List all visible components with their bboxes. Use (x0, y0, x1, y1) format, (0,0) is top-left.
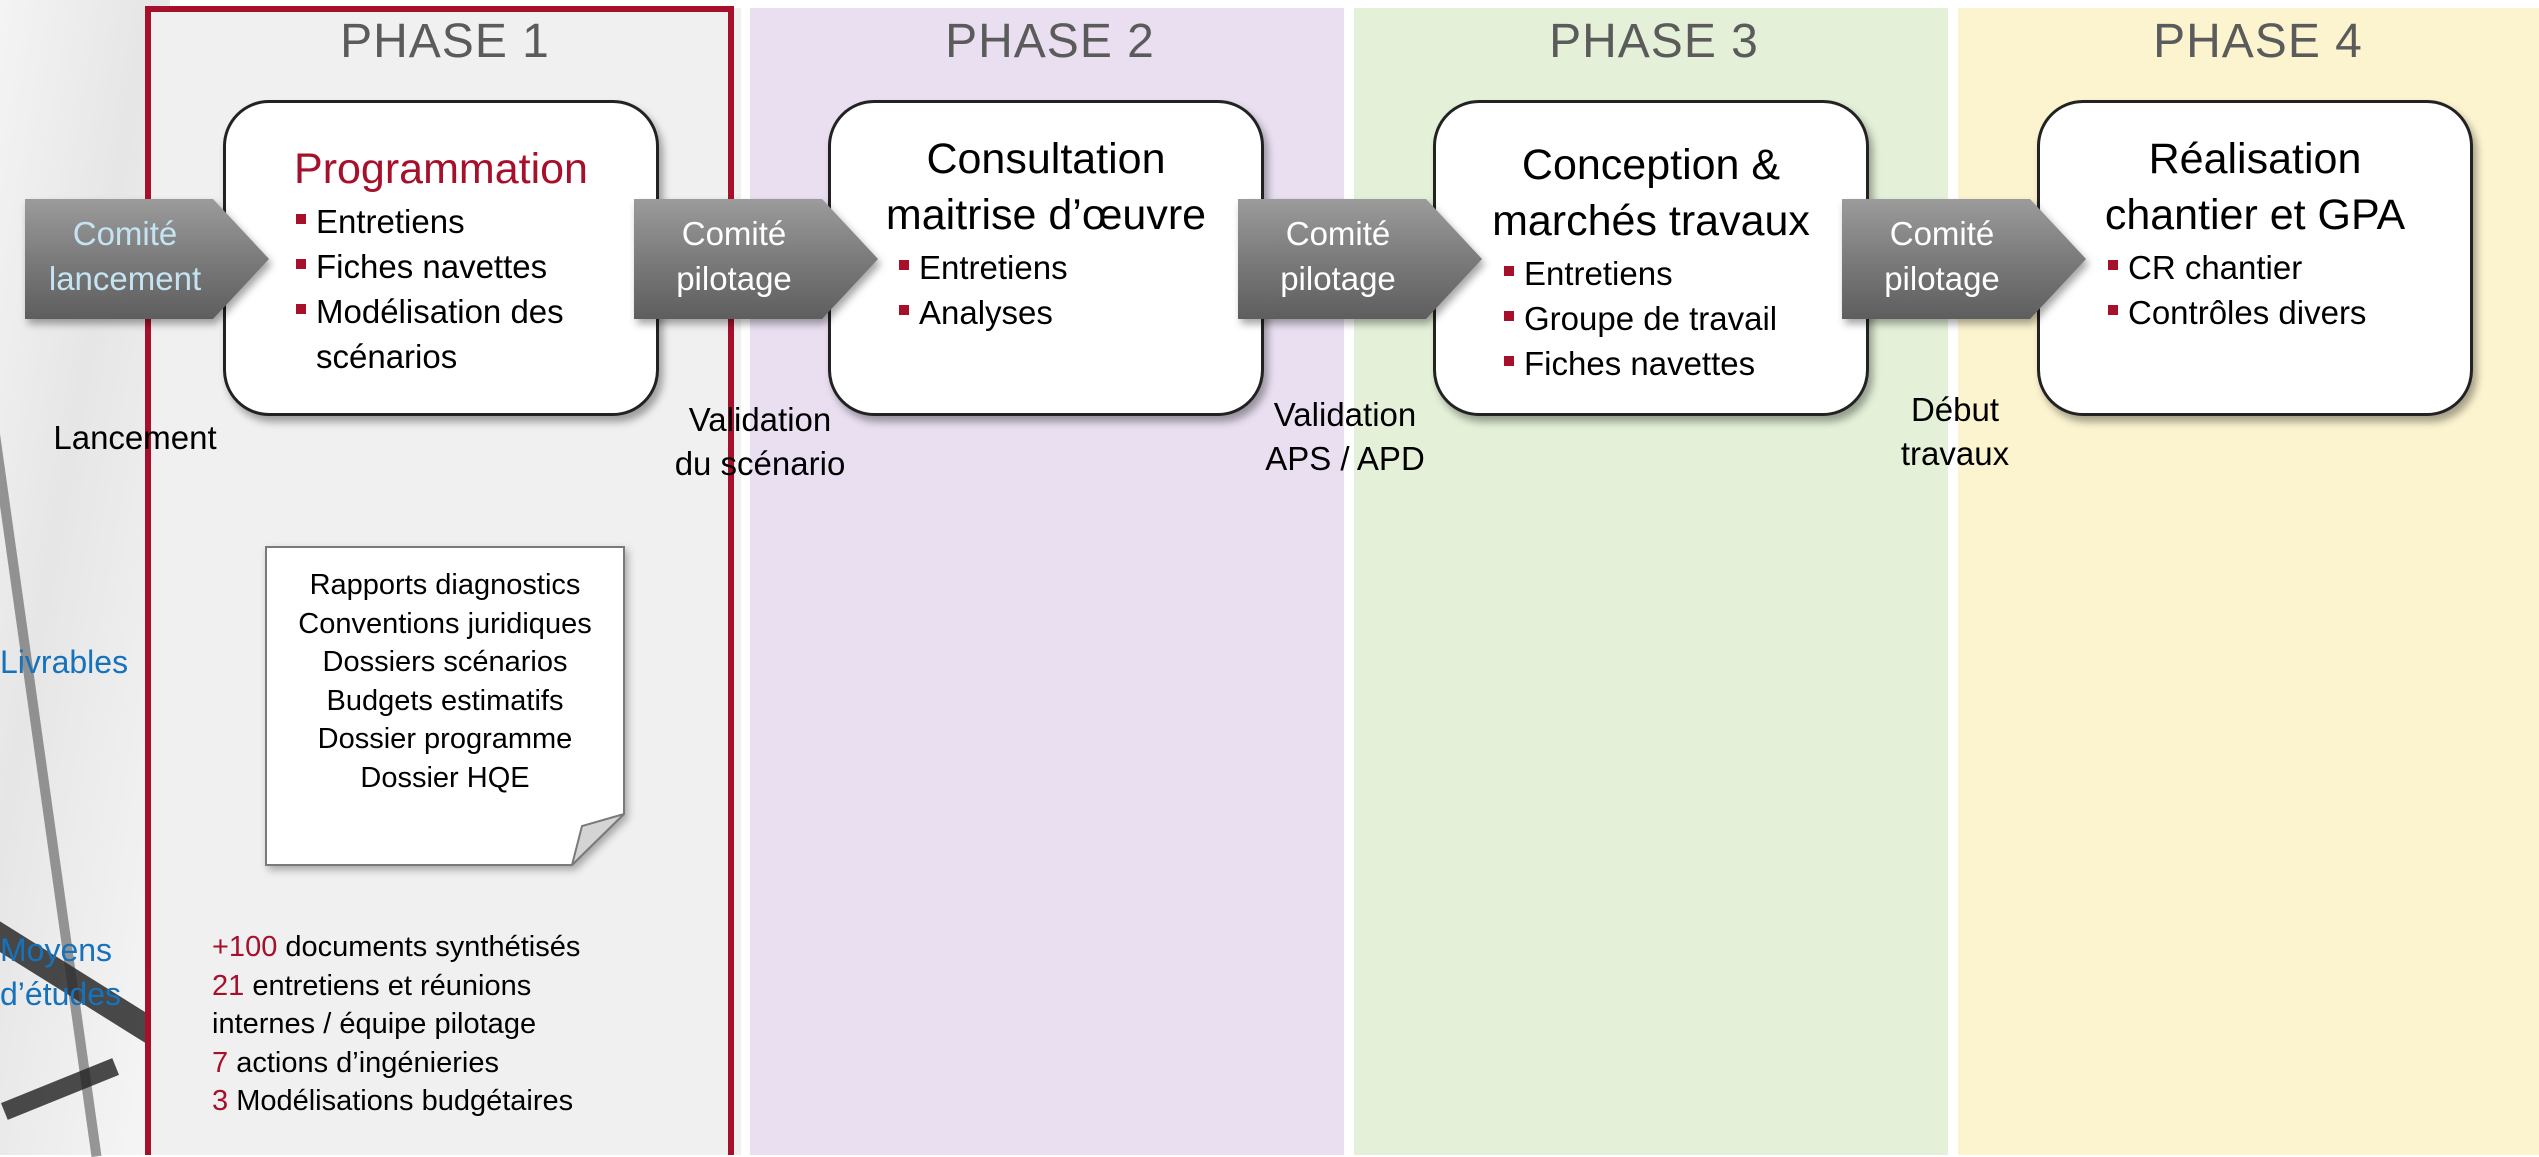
livrable-item: Dossiers scénarios (322, 646, 568, 678)
arrow-label-line: lancement (48, 260, 202, 297)
bullet-item: Entretiens (899, 245, 1068, 290)
phase-4-bullets: CR chantier Contrôles divers (2108, 245, 2366, 335)
moyens-item: 21 entretiens et réunions (212, 967, 580, 1006)
moyens-text: internes / équipe pilotage (212, 1008, 537, 1040)
arrow-label: Comité pilotage (1246, 211, 1430, 301)
livrable-item: Dossier programme (317, 723, 573, 755)
arrow-label: Comité lancement (33, 211, 217, 301)
milestone-line: Début (1910, 391, 2000, 428)
moyens-list: +100 documents synthétisés 21 entretiens… (212, 928, 580, 1121)
livrables-note: Rapports diagnostics Conventions juridiq… (265, 546, 625, 866)
phase-1-card-title: Programmation (294, 145, 588, 193)
arrow-label: Comité pilotage (1850, 211, 2034, 301)
phase-2-card: Consultation maitrise d’œuvre Entretiens… (828, 100, 1264, 416)
milestone-line: travaux (1900, 435, 2010, 472)
milestone-line: Validation (1273, 396, 1417, 433)
milestone-lancement: Lancement (30, 416, 240, 460)
moyens-number: 3 (212, 1085, 229, 1117)
arrow-label-line: Comité (681, 215, 787, 252)
background-photo (0, 0, 208, 1157)
bullet-item: Analyses (899, 290, 1068, 335)
comite-lancement-arrow: Comité lancement (25, 197, 273, 321)
moyens-item: 7 actions d’ingénieries (212, 1044, 580, 1083)
livrable-item: Dossier HQE (360, 761, 530, 794)
moyens-label-line: d’études (0, 976, 121, 1012)
phase-2-card-title-line2: maitrise d’œuvre (885, 191, 1207, 239)
moyens-text: actions d’ingénieries (228, 1046, 499, 1079)
arrow-label-line: pilotage (676, 260, 792, 297)
livrables-list: Rapports diagnostics Conventions juridiq… (265, 566, 625, 797)
livrable-item: Conventions juridiques (298, 607, 592, 640)
photo-strut (0, 422, 102, 1157)
bullet-item: Fiches navettes (296, 244, 616, 289)
phase-4-card-title-line2: chantier et GPA (2104, 191, 2406, 239)
phase-3-card: Conception & marchés travaux Entretiens … (1433, 100, 1869, 416)
arrow-label-line: Comité (72, 215, 178, 252)
phase-2-card-title-line1: Consultation (926, 135, 1166, 183)
milestone-line: APS / APD (1265, 440, 1425, 477)
phase-2-bullets: Entretiens Analyses (899, 245, 1068, 335)
comite-pilotage-arrow-1: Comité pilotage (634, 197, 882, 321)
phase-1-title: PHASE 1 (340, 15, 550, 68)
bullet-item: Entretiens (296, 199, 616, 244)
phase-4-title: PHASE 4 (2153, 15, 2363, 68)
comite-pilotage-arrow-2: Comité pilotage (1238, 197, 1486, 321)
moyens-label: Moyens d’études (0, 928, 121, 1016)
moyens-item: 3 Modélisations budgétaires (212, 1082, 580, 1121)
livrable-item: Rapports diagnostics (309, 569, 581, 601)
milestone-validation-aps-apd: Validation APS / APD (1225, 393, 1465, 481)
milestone-line: Validation (688, 401, 832, 438)
phase-4-card-title-line1: Réalisation (2148, 135, 2362, 183)
moyens-text: documents synthétisés (277, 931, 581, 963)
arrow-label: Comité pilotage (642, 211, 826, 301)
milestone-line: du scénario (674, 445, 846, 482)
phase-1-bullets: Entretiens Fiches navettes Modélisation … (296, 199, 616, 379)
phase-2-title: PHASE 2 (945, 15, 1155, 68)
moyens-label-line: Moyens (0, 932, 113, 968)
phase-1-card: Programmation Entretiens Fiches navettes… (223, 100, 659, 416)
phase-3-title: PHASE 3 (1549, 15, 1759, 68)
bullet-item: Modélisation des scénarios (296, 289, 616, 379)
photo-strut (0, 1058, 120, 1120)
phase-3-card-title-line1: Conception & (1521, 141, 1781, 189)
bullet-item: Contrôles divers (2108, 290, 2366, 335)
moyens-number: 21 (212, 969, 245, 1002)
livrables-label: Livrables (0, 644, 129, 680)
moyens-number: 7 (212, 1046, 229, 1079)
phase-3-bullets: Entretiens Groupe de travail Fiches nave… (1504, 251, 1777, 386)
arrow-label-line: Comité (1889, 215, 1995, 252)
bullet-item: Groupe de travail (1504, 296, 1777, 341)
moyens-number: +100 (212, 931, 278, 963)
moyens-item: internes / équipe pilotage (212, 1005, 580, 1044)
moyens-item: +100 documents synthétisés (212, 928, 580, 967)
moyens-text: entretiens et réunions (244, 969, 532, 1002)
phase-3-card-title-line2: marchés travaux (1492, 197, 1810, 245)
arrow-label-line: Comité (1285, 215, 1391, 252)
bullet-item: Fiches navettes (1504, 341, 1777, 386)
arrow-label-line: pilotage (1884, 260, 2000, 297)
milestone-line: Lancement (53, 419, 217, 456)
phase-1-highlight-border (145, 6, 734, 1155)
bullet-item: CR chantier (2108, 245, 2366, 290)
phase-4-card: Réalisation chantier et GPA CR chantier … (2037, 100, 2473, 416)
bullet-item: Entretiens (1504, 251, 1777, 296)
arrow-label-line: pilotage (1280, 260, 1396, 297)
milestone-debut-travaux: Début travaux (1855, 388, 2055, 476)
moyens-text: Modélisations budgétaires (228, 1085, 574, 1117)
comite-pilotage-arrow-3: Comité pilotage (1842, 197, 2090, 321)
livrable-item: Budgets estimatifs (326, 684, 564, 717)
milestone-validation-scenario: Validation du scénario (640, 398, 880, 486)
